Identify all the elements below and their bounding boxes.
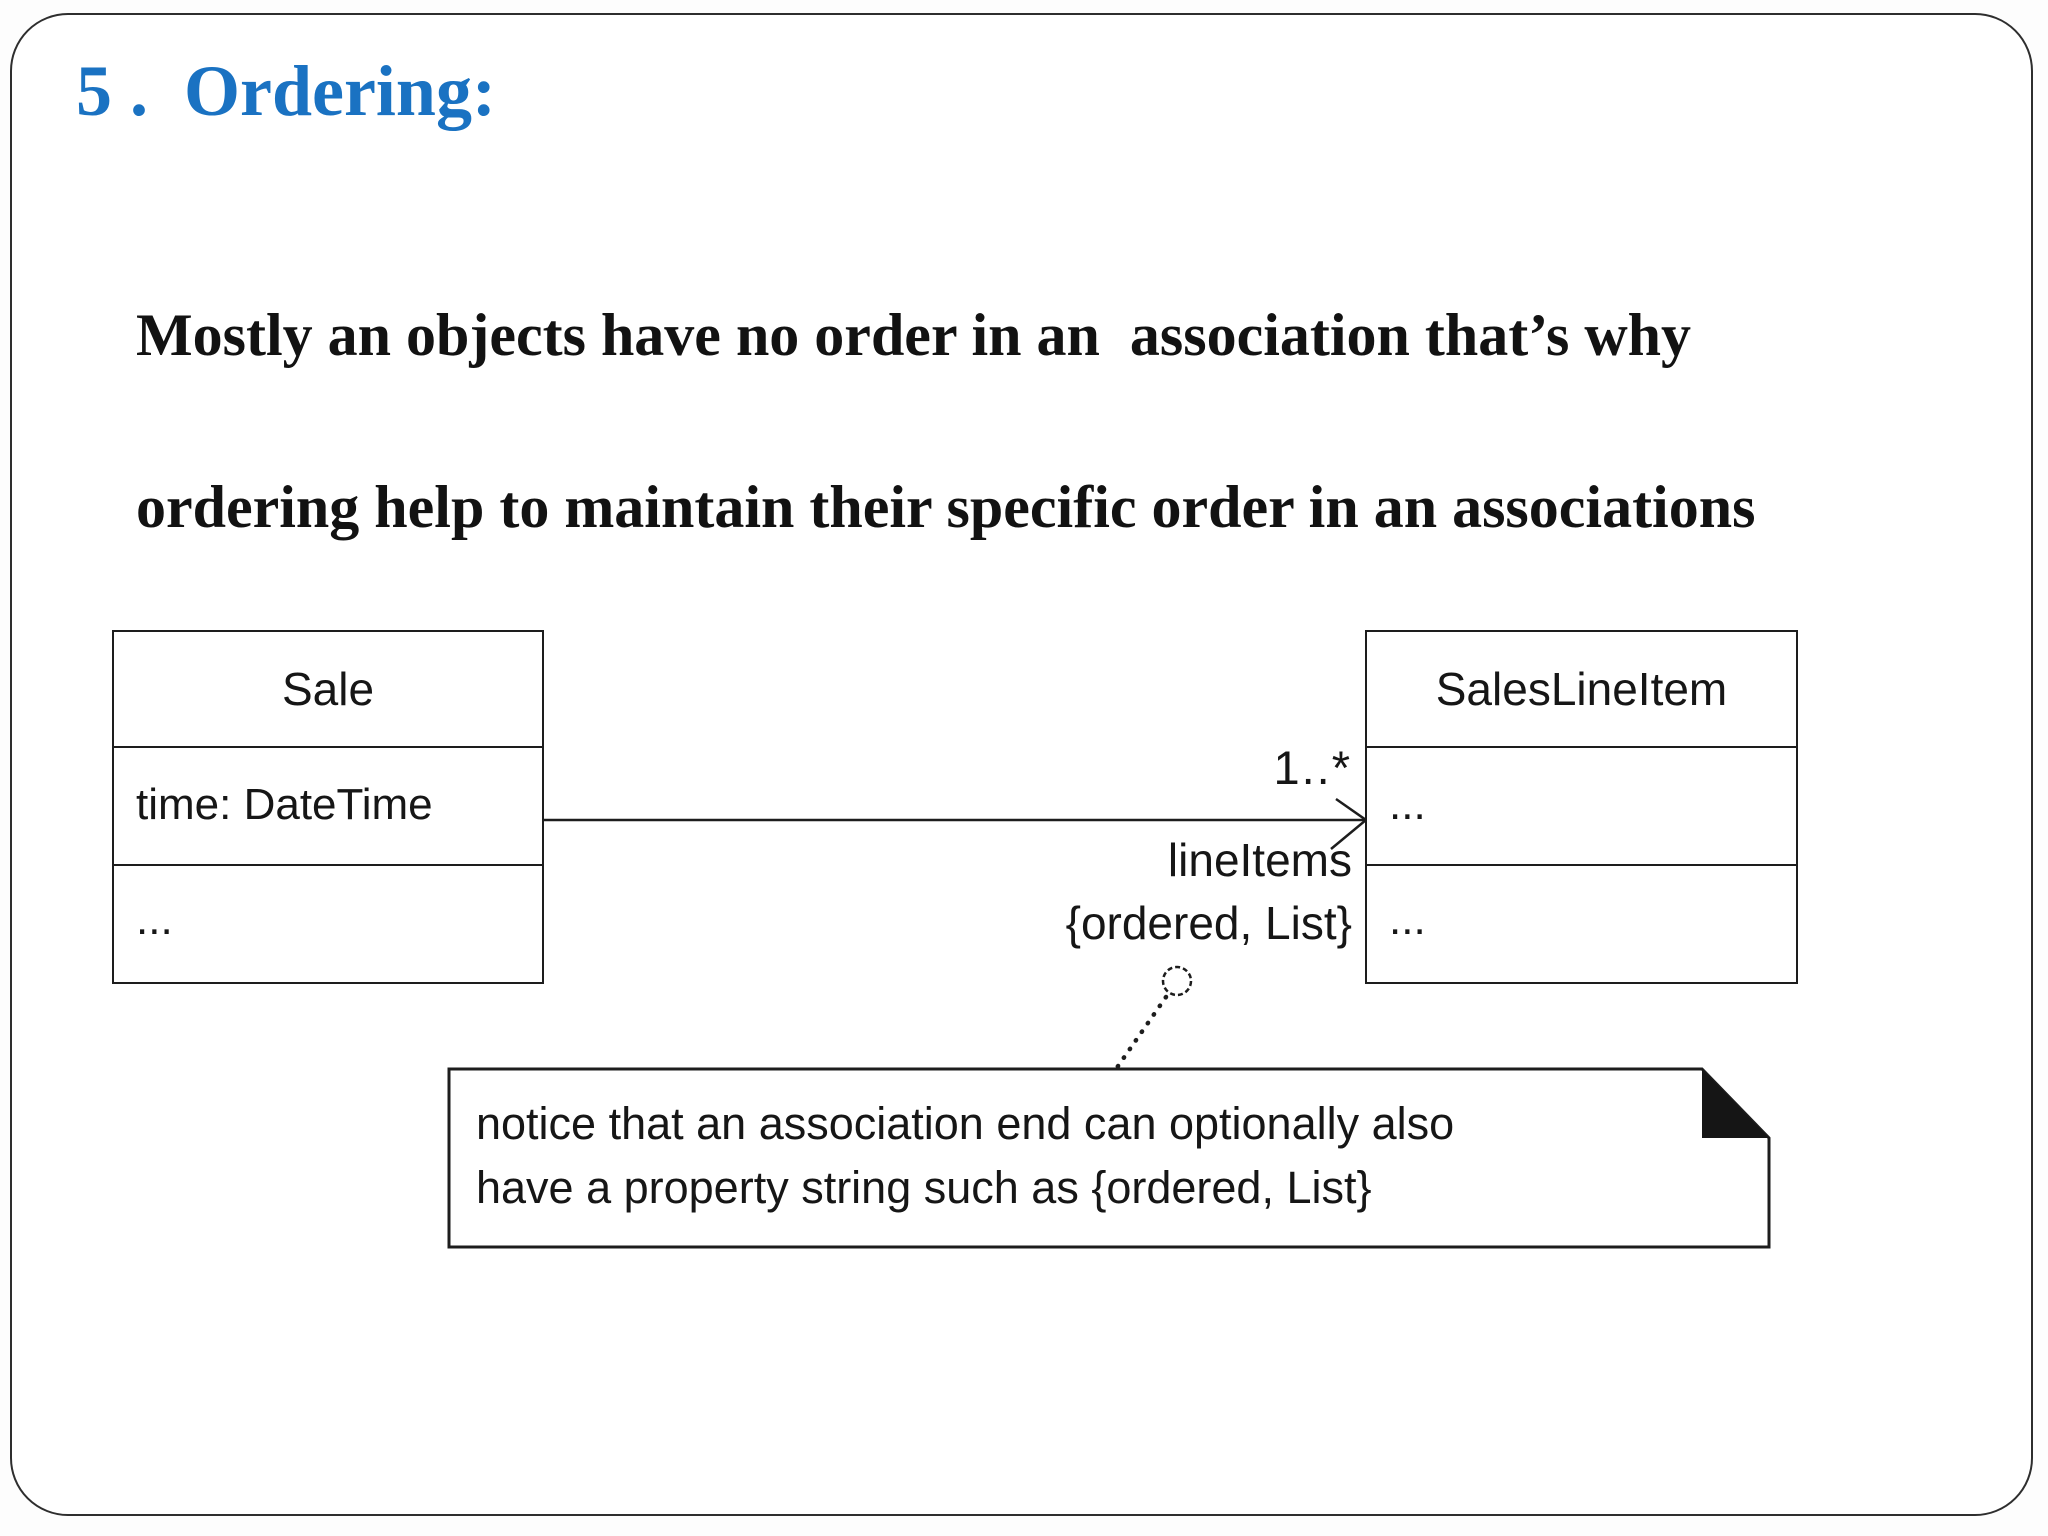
- uml-note-text: notice that an association end can optio…: [476, 1092, 1454, 1220]
- slide-title: 5 . Ordering:: [76, 51, 496, 131]
- note-shape: [447, 1067, 1771, 1249]
- note-line-1: notice that an association end can optio…: [476, 1098, 1455, 1149]
- saleslineitem-class-attribute: ...: [1367, 746, 1796, 864]
- body-line-1: Mostly an objects have no order in an as…: [136, 302, 1692, 368]
- sale-class-operations: ...: [114, 864, 542, 981]
- note-connector-dotted-line: [1113, 994, 1169, 1072]
- sale-class-attribute: time: DateTime: [114, 746, 542, 864]
- slide-body-text: Mostly an objects have no order in an as…: [76, 206, 1755, 636]
- saleslineitem-class-name: SalesLineItem: [1435, 663, 1728, 715]
- sale-class-name: Sale: [281, 663, 375, 715]
- association-property-string: {ordered, List}: [1065, 897, 1352, 949]
- note-fold-corner-icon: [1702, 1069, 1769, 1138]
- uml-class-saleslineitem: SalesLineItem ... ...: [1365, 630, 1798, 984]
- body-line-2: ordering help to maintain their specific…: [136, 474, 1756, 540]
- note-anchor-circle-icon: [1161, 965, 1193, 997]
- association-multiplicity: 1..*: [1273, 741, 1352, 794]
- note-line-2: have a property string such as {ordered,…: [476, 1162, 1372, 1213]
- saleslineitem-class-operations: ...: [1367, 864, 1796, 981]
- uml-class-sale: Sale time: DateTime ...: [112, 630, 544, 984]
- association-role-name: lineItems: [1167, 834, 1352, 886]
